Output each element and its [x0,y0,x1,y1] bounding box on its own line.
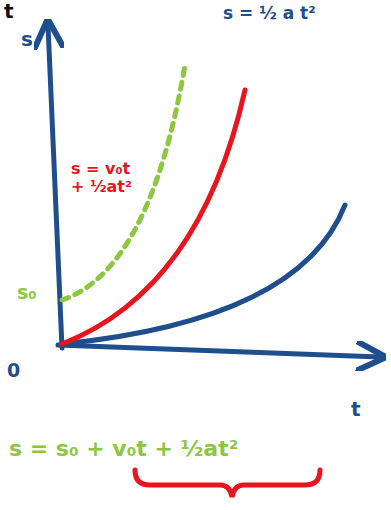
green-curve [62,65,185,300]
corner-letter: t [3,0,15,23]
axis-label: t [350,398,362,421]
t-axis [58,345,380,357]
equation: s₀ [16,282,38,304]
equation: s = ½ a t² [222,4,317,24]
red-curve [62,90,245,344]
brace [135,470,320,497]
equation: s = v₀t + ½at² [70,160,144,197]
equation: s = s₀ + v₀t + ½at² [8,436,239,461]
origin-label: 0 [6,360,21,382]
axis-label: s [20,28,34,51]
